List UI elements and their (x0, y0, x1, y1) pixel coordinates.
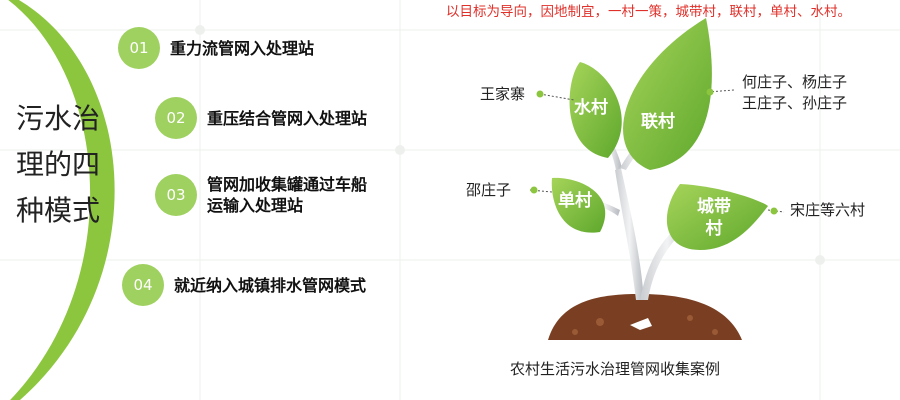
village-line-1: 何庄子、杨庄子 (742, 73, 848, 91)
decorative-arc (7, 0, 115, 400)
leaf-label-chengdaicun: 城带村 (697, 197, 731, 239)
mode-number-badge: 03 (155, 174, 197, 216)
mode-text: 重力流管网入处理站 (170, 38, 315, 58)
leaf-label-liancun: 联村 (641, 112, 675, 132)
village-line-2: 王庄子、孙庄子 (742, 94, 848, 112)
leaf-liancun (623, 18, 712, 170)
mode-item-01: 01 重力流管网入处理站 (118, 27, 314, 69)
figure-caption: 农村生活污水治理管网收集案例 (510, 360, 721, 378)
village-shaozhuang: 邵庄子 (466, 181, 512, 199)
village-hezhuang-group: 何庄子、杨庄子 王庄子、孙庄子 (742, 72, 847, 114)
title-line-1: 污水治 (16, 102, 101, 135)
mode-item-04: 04 就近纳入城镇排水管网模式 (122, 264, 366, 306)
mode-number-badge: 02 (155, 97, 197, 139)
mode-text: 就近纳入城镇排水管网模式 (174, 275, 367, 295)
plant-stem (615, 168, 644, 300)
diagram-title: 污水治 理的四 种模式 (16, 96, 126, 234)
mode-item-03: 03 管网加收集罐通过车船 运输入处理站 (155, 174, 367, 216)
leaf-dancun (551, 177, 606, 233)
leaf-shuicun (569, 62, 622, 158)
village-songzhuang: 宋庄等六村 (790, 201, 866, 219)
leaf-label-shuicun: 水村 (574, 98, 608, 118)
title-line-3: 种模式 (16, 194, 101, 227)
mode-item-02: 02 重压结合管网入处理站 (155, 97, 367, 139)
mode-number-badge: 04 (122, 264, 164, 306)
soil-mound (548, 294, 742, 340)
leaf-chengdaicun (666, 184, 768, 250)
mode-text: 管网加收集罐通过车船 运输入处理站 (207, 175, 368, 215)
title-line-2: 理的四 (16, 148, 101, 181)
mode-number-badge: 01 (118, 27, 160, 69)
mode-text: 重压结合管网入处理站 (207, 108, 368, 128)
leaf-label-dancun: 单村 (558, 191, 592, 211)
strategy-note: 以目标为导向，因地制宜，一村一策，城带村，联村，单村、水村。 (446, 4, 851, 20)
village-wangjiazhai: 王家寨 (480, 85, 526, 103)
